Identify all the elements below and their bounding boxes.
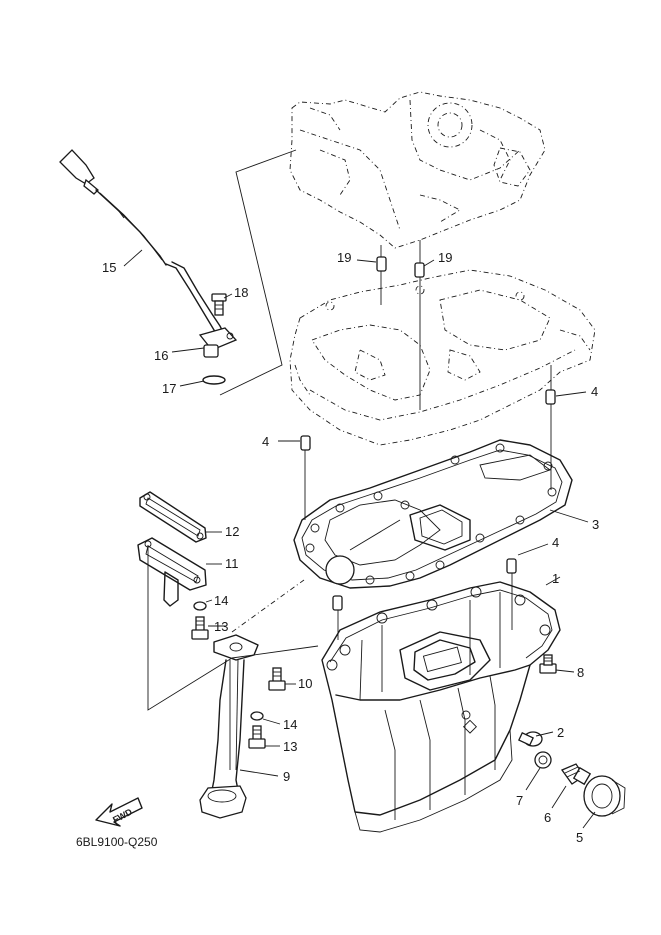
callout-4-middle: 4: [552, 535, 559, 550]
callout-19-right: 19: [438, 250, 452, 265]
strainer-bracket-line-2: [231, 645, 319, 659]
dipstick-guide-16: [165, 261, 238, 358]
exhaust-guide-outline: [289, 269, 596, 446]
dowel-pin-19-right: [414, 240, 425, 410]
gasket-7: [534, 751, 552, 769]
callout-8: 8: [577, 665, 584, 680]
bolt-10: [268, 667, 286, 691]
bolt-13-lower: [248, 725, 266, 749]
dipstick-15: [59, 149, 167, 266]
callouts: 1 2 3 4 4 4 5 6 7 8 9 10 11 12 13 13 14: [102, 249, 599, 845]
callout-13-upper: 13: [214, 619, 228, 634]
callout-4-left: 4: [262, 434, 269, 449]
gasket-12: [139, 491, 207, 543]
callout-12: 12: [225, 524, 239, 539]
callout-4-right: 4: [591, 384, 598, 399]
callout-15: 15: [102, 260, 116, 275]
drain-plug-2: [518, 731, 543, 747]
callout-10: 10: [298, 676, 312, 691]
oil-pan-1: [321, 581, 561, 833]
callout-6: 6: [544, 810, 551, 825]
o-ring-17: [202, 375, 226, 385]
diagram-code: 6BL9100-Q250: [76, 835, 158, 849]
dipstick-bracket-line: [219, 149, 297, 396]
callout-13-lower: 13: [283, 739, 297, 754]
bolt-18: [211, 293, 227, 316]
cap-5: [583, 775, 626, 817]
callout-19-left: 19: [337, 250, 351, 265]
callout-16: 16: [154, 348, 168, 363]
callout-14-lower: 14: [283, 717, 297, 732]
callout-18: 18: [234, 285, 248, 300]
strainer-to-pan-line: [231, 579, 305, 633]
washer-14-lower: [250, 711, 264, 721]
forward-arrow-icon: FWD: [95, 797, 143, 827]
strainer-bracket-line: [147, 545, 233, 711]
bolt-13-upper: [191, 616, 209, 640]
callout-7: 7: [516, 793, 523, 808]
callout-1: 1: [552, 571, 559, 586]
callout-14-upper: 14: [214, 593, 228, 608]
gasket-3: [293, 439, 573, 589]
callout-2: 2: [557, 725, 564, 740]
oil-strainer-9: [199, 634, 259, 819]
callout-3: 3: [592, 517, 599, 532]
callout-9: 9: [283, 769, 290, 784]
gasket-to-housing-line: [349, 519, 401, 551]
engine-block-outline: [289, 91, 546, 249]
washer-14-upper: [193, 601, 207, 611]
callout-17: 17: [162, 381, 176, 396]
dowel-pin-4-c: [506, 558, 517, 630]
dowel-pin-4-d: [332, 595, 343, 640]
bolt-8: [539, 654, 557, 674]
dowel-pin-4-b: [300, 435, 311, 520]
callout-5: 5: [576, 830, 583, 845]
fitting-6: [561, 763, 592, 786]
callout-11: 11: [225, 556, 239, 571]
dowel-pin-4-a: [545, 365, 556, 490]
dowel-pin-19-left: [376, 245, 387, 305]
